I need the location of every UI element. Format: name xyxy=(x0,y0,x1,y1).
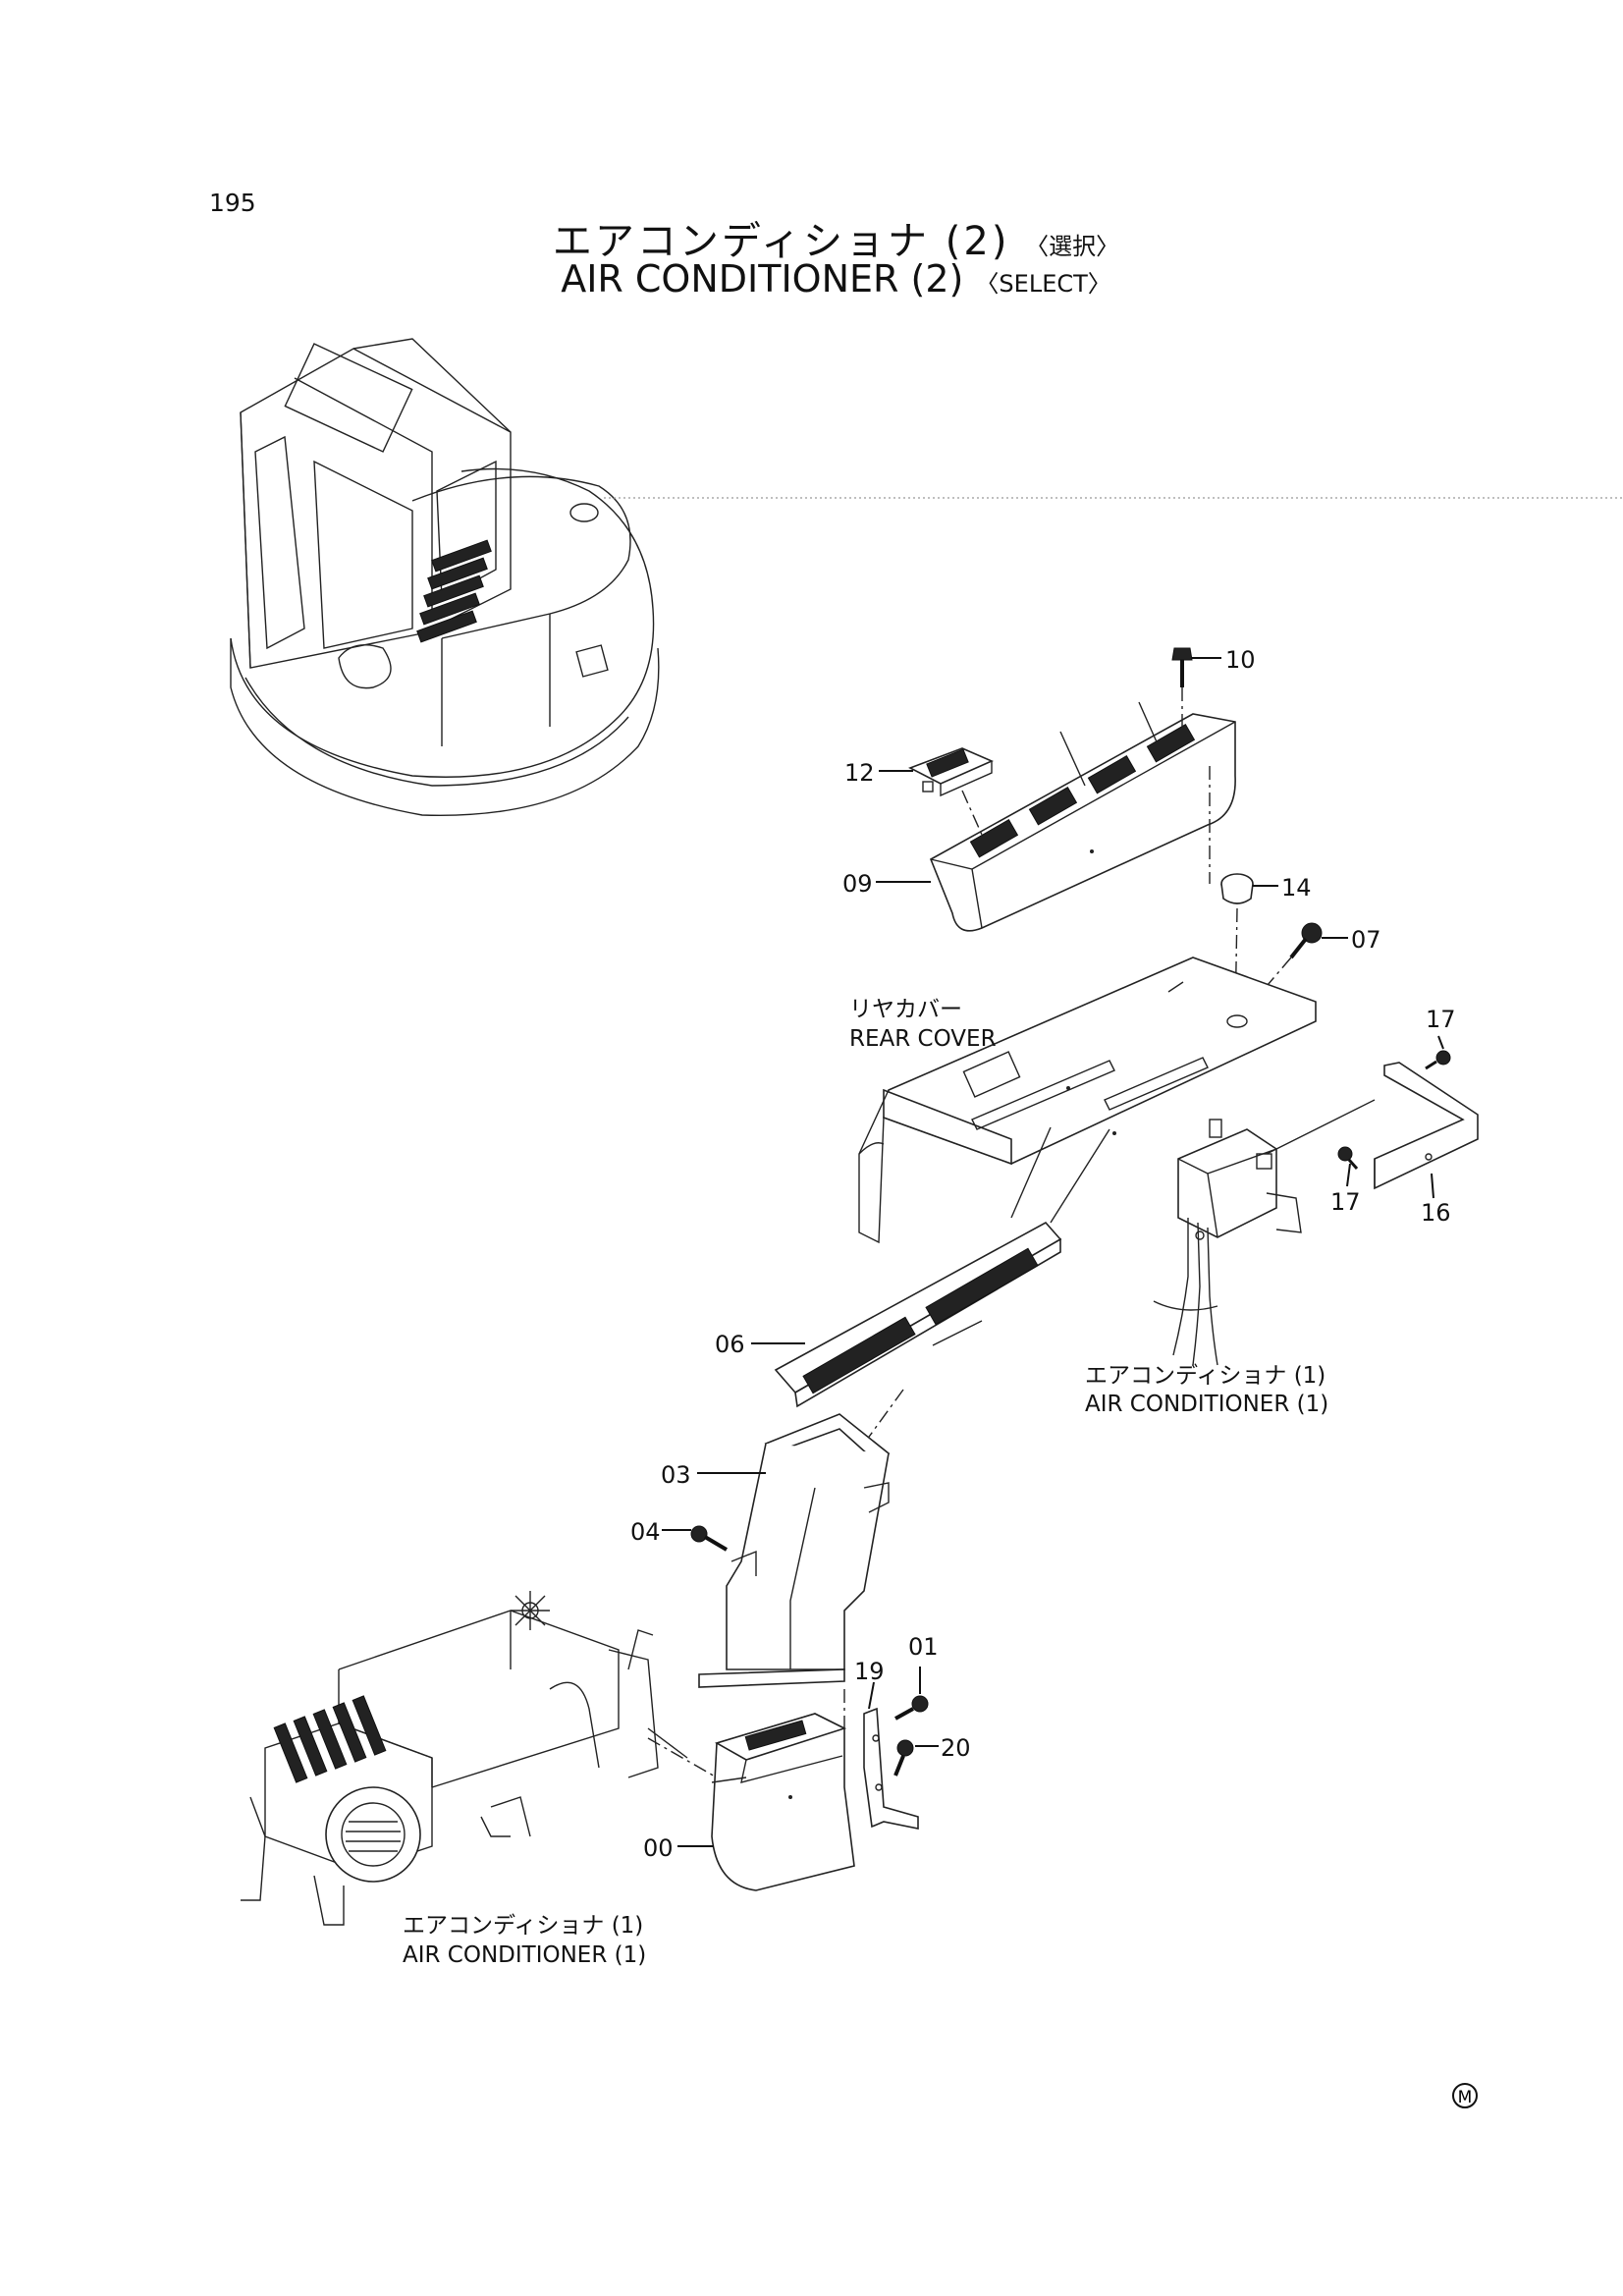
excavator-overview xyxy=(230,338,1623,817)
part-01-screw xyxy=(894,1695,929,1721)
part-04-screw xyxy=(690,1525,729,1552)
label-03: 03 xyxy=(661,1461,691,1489)
part-06-duct xyxy=(774,1126,1110,1445)
label-06: 06 xyxy=(715,1331,745,1358)
part-20-screw xyxy=(893,1739,914,1777)
label-17-lower: 17 xyxy=(1330,1188,1361,1216)
label-ac1-right-jp: エアコンディショナ (1) xyxy=(1085,1363,1325,1389)
part-14-plug xyxy=(1209,766,1254,1022)
title-jp-tag: 〈選択〉 xyxy=(1025,233,1120,260)
label-07: 07 xyxy=(1351,926,1381,954)
part-16-bracket xyxy=(1266,1062,1479,1190)
label-14: 14 xyxy=(1281,874,1312,902)
part-19-bracket xyxy=(863,1707,919,1830)
label-04: 04 xyxy=(630,1518,661,1546)
label-rear-cover-jp: リヤカバー xyxy=(849,997,962,1022)
part-17-screw-lower xyxy=(1337,1146,1359,1170)
label-01: 01 xyxy=(908,1633,939,1661)
label-19: 19 xyxy=(854,1658,885,1685)
model-marker: M xyxy=(1452,2083,1478,2108)
label-ac1-right-en: AIR CONDITIONER (1) xyxy=(1085,1392,1328,1417)
rear-cover xyxy=(858,957,1317,1244)
title-en-text: AIR CONDITIONER (2) xyxy=(561,257,964,301)
label-10: 10 xyxy=(1225,646,1256,674)
label-12: 12 xyxy=(844,759,875,787)
label-ac1-left-en: AIR CONDITIONER (1) xyxy=(403,1942,646,1968)
title-japanese: エアコンディショナ (2) 〈選択〉 xyxy=(0,209,1623,266)
fan-icon xyxy=(511,1591,550,1630)
label-00: 00 xyxy=(643,1834,674,1862)
part-07-screw xyxy=(1261,922,1323,993)
label-rear-cover-en: REAR COVER xyxy=(849,1026,997,1052)
cab-ac-unit-hint xyxy=(416,539,492,643)
title-english: AIR CONDITIONER (2) 〈SELECT〉 xyxy=(0,257,1623,301)
part-10-screw xyxy=(1171,647,1193,727)
label-17-upper: 17 xyxy=(1426,1006,1456,1033)
part-17-screw-upper xyxy=(1425,1050,1451,1070)
part-00-duct xyxy=(711,1713,855,1891)
callout-leaders xyxy=(662,657,1444,1847)
control-box xyxy=(1153,1119,1302,1366)
label-ac1-left-jp: エアコンディショナ (1) xyxy=(403,1913,643,1939)
page-number: 195 xyxy=(209,189,256,217)
part-09-duct-cover xyxy=(929,713,1236,932)
label-20: 20 xyxy=(941,1734,971,1762)
title-jp-text: エアコンディショナ (2) xyxy=(552,219,1010,264)
model-marker-text: M xyxy=(1458,2088,1473,2107)
part-03-duct xyxy=(698,1413,891,1728)
label-16: 16 xyxy=(1421,1199,1451,1227)
ac-unit-left xyxy=(241,1591,718,1926)
label-09: 09 xyxy=(842,870,873,898)
part-12-louver xyxy=(908,701,1160,836)
title-en-tag: 〈SELECT〉 xyxy=(975,270,1111,298)
